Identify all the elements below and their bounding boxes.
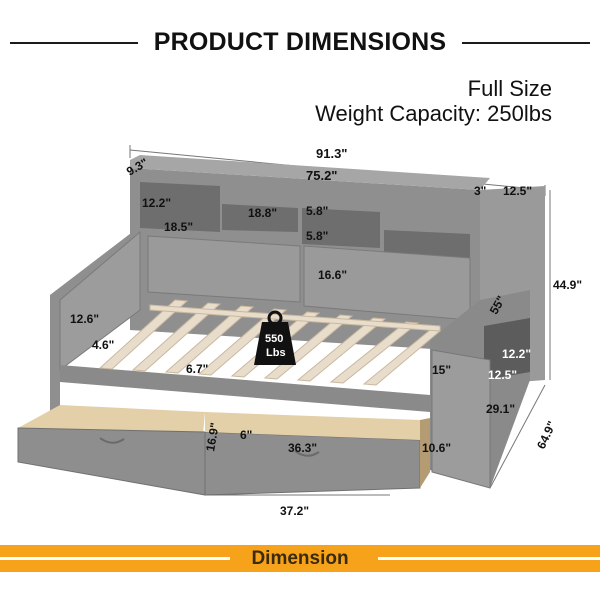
footer-rule-left xyxy=(0,557,230,560)
dim-cab-12-5: 12.5" xyxy=(488,368,518,382)
dim-shelf-5-8-a: 5.8" xyxy=(306,204,329,218)
dim-shelf-18-8: 18.8" xyxy=(248,206,278,220)
dim-gap-4-6: 4.6" xyxy=(92,338,115,352)
dim-drawer-6: 6" xyxy=(240,428,253,442)
dim-overall-width: 91.3" xyxy=(316,146,348,161)
dim-slat-6-7: 6.7" xyxy=(186,362,209,376)
weight-capacity-label: Weight Capacity: 250lbs xyxy=(315,101,552,126)
dim-drawer-37-2: 37.2" xyxy=(280,504,310,518)
footer-banner xyxy=(0,545,600,572)
weight-icon xyxy=(254,310,296,365)
weight-badge-unit: Lbs xyxy=(266,347,286,359)
dim-cab-12-2: 12.2" xyxy=(502,347,532,361)
dim-footboard-12-6: 12.6" xyxy=(70,312,100,326)
dim-depth-29-1: 29.1" xyxy=(486,402,516,416)
side-cabinet xyxy=(430,186,545,489)
header-rule-right xyxy=(462,42,590,44)
headboard-bookcase xyxy=(130,155,490,352)
footer-rule-right xyxy=(378,557,600,560)
dim-panel-16-6: 16.6" xyxy=(318,268,348,282)
dim-height-15: 15" xyxy=(432,363,452,377)
dim-shelf-5-8-b: 5.8" xyxy=(306,229,329,243)
weight-badge-value: 550 xyxy=(265,333,284,345)
dim-side-shelf-12-5: 12.5" xyxy=(503,184,533,198)
dim-cab-10-6: 10.6" xyxy=(422,441,452,455)
footboard xyxy=(50,230,141,460)
size-label: Full Size xyxy=(467,76,552,101)
dim-headboard-12-2: 12.2" xyxy=(142,196,172,210)
dim-height-44-9: 44.9" xyxy=(553,278,583,292)
header-rule-left xyxy=(10,42,138,44)
page-title: PRODUCT DIMENSIONS xyxy=(153,28,447,56)
storage-drawers xyxy=(17,405,430,496)
dim-drawer-36-3: 36.3" xyxy=(288,441,318,455)
footer-label: Dimension xyxy=(251,548,349,569)
bed-rail xyxy=(60,365,430,412)
dim-small-3: 3" xyxy=(474,184,487,198)
dim-inner-width: 75.2" xyxy=(306,168,338,183)
dim-shelf-18-5: 18.5" xyxy=(164,220,194,234)
